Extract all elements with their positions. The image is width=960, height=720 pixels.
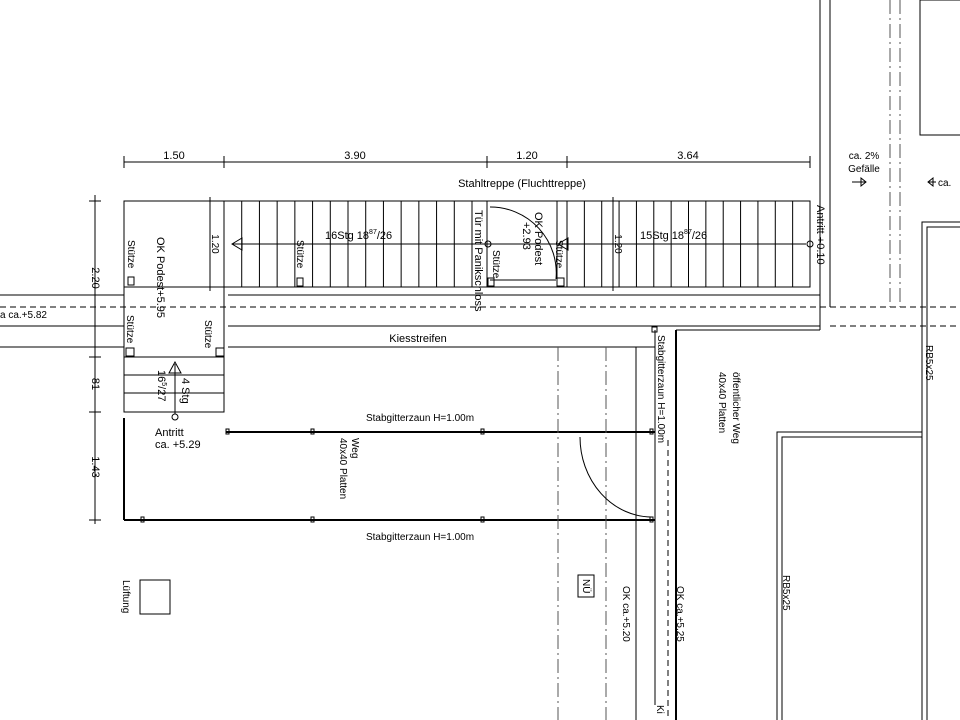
dim-label: 81 xyxy=(89,378,101,390)
dim-label: 1.50 xyxy=(163,150,184,162)
steel-stair: 1.20 1.20 xyxy=(123,197,814,357)
lueftung-box xyxy=(139,579,171,615)
door-swing xyxy=(489,206,557,280)
start-circle-icon xyxy=(806,240,814,248)
fences xyxy=(123,326,677,720)
small-stair xyxy=(123,356,225,421)
arrow-right-icon xyxy=(852,176,867,188)
fence-label: Stabgitterzaun H=1.00m xyxy=(366,413,474,424)
stuetze-label: Stütze xyxy=(125,240,136,269)
flight-2-label: 15Stg 1887/26 xyxy=(640,229,707,242)
arrow-up-icon xyxy=(168,360,182,374)
podest-left-label: OK Podest+5.95 xyxy=(154,237,166,318)
small-stair-label: 4 Stg xyxy=(179,378,191,404)
gate-swing xyxy=(579,436,653,518)
curbs xyxy=(776,221,960,720)
dim-label: 2.20 xyxy=(89,267,101,288)
ki-label: Ki xyxy=(654,705,665,714)
dim-label: 3.90 xyxy=(344,150,365,162)
door-label: Tür mit Panikschloss xyxy=(472,210,484,312)
kiesstreifen-label: Kiesstreifen xyxy=(389,333,446,345)
stair-title: Stahltreppe (Fluchttreppe) xyxy=(458,178,586,190)
antritt-level: ca. +5.29 xyxy=(155,439,201,451)
level-label: OK ca.+5.20 xyxy=(620,586,631,642)
level-label: a ca.+5.82 xyxy=(0,310,47,321)
flight-1-label: 16Stg 1887/26 xyxy=(325,229,392,242)
stuetze-label: Stütze xyxy=(202,320,213,349)
podest-level: +2.93 xyxy=(520,222,532,250)
dim-label: 1.43 xyxy=(89,456,101,477)
top-dimension-chain: 1.50 3.90 1.20 3.64 xyxy=(123,150,811,168)
circle-marker xyxy=(484,240,492,248)
stair-width-2: 1.20 xyxy=(612,234,623,254)
rb-label: RB5x25 xyxy=(780,575,791,611)
small-stair-ratio: 165/27 xyxy=(155,370,167,401)
arrow-icon xyxy=(557,237,569,251)
building-edge-lines xyxy=(0,0,960,348)
podest-label: OK Podest xyxy=(532,212,544,265)
left-dimension-chain: 2.20 81 1.43 xyxy=(89,195,101,524)
stair-width-1: 1.20 xyxy=(209,234,220,254)
level-label: OK ca.+5.25 xyxy=(674,586,685,642)
nue-box xyxy=(577,574,595,598)
rb-label: RB5x25 xyxy=(923,345,934,381)
antritt-label: Antritt xyxy=(155,427,184,439)
stuetze-label: Stütze xyxy=(553,240,564,269)
lueftung-label: Lüftung xyxy=(120,580,131,613)
dim-label: 3.64 xyxy=(677,150,698,162)
arrow-icon xyxy=(231,237,243,251)
fence-label: Stabgitterzaun H=1.00m xyxy=(655,335,666,443)
slope-right-label: ca. xyxy=(938,178,951,189)
slope-label: ca. 2% xyxy=(849,151,880,162)
public-path-platten: 40x40 Platten xyxy=(716,372,727,433)
start-circle-icon xyxy=(171,413,179,421)
fence-label: Stabgitterzaun H=1.00m xyxy=(366,532,474,543)
weg-platten: 40x40 Platten xyxy=(337,438,348,499)
dim-label: 1.20 xyxy=(516,150,537,162)
stuetze-label: Stütze xyxy=(490,250,501,279)
weg-label: Weg xyxy=(349,438,360,458)
public-path-label: öffentlicher Weg xyxy=(730,372,741,444)
nue-label: NÜ xyxy=(580,579,592,593)
slope-label-2: Gefälle xyxy=(848,164,880,175)
stuetze-label: Stütze xyxy=(294,240,305,269)
stuetze-label: Stütze xyxy=(124,315,135,344)
arrow-left-icon xyxy=(927,176,936,188)
